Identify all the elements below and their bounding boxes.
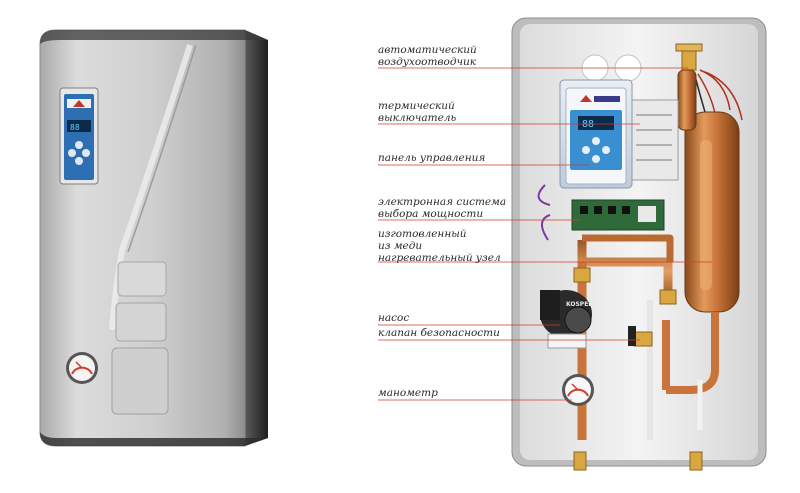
safety-valve-cap [628,326,636,346]
panel-button-up-icon [592,137,600,145]
panel-brand-strip [594,96,620,102]
vessel-highlight [700,140,712,290]
boiler-bottom-lip [40,432,268,446]
board-chip-4 [622,206,630,214]
label-heating-unit: изготовленный из меди нагревательный узе… [378,228,501,264]
outlet-connector [689,451,703,471]
leader-lines [378,67,712,401]
casing-panel-1 [117,261,167,297]
label-air-vent: автоматический воздухоотводчик [378,44,477,68]
label-safety-valve: клапан безопасности [378,327,500,339]
pump-label [547,333,587,349]
front-control-panel [64,94,94,180]
manometer-needle-icon [571,383,579,391]
pump-motor [540,290,560,320]
copper-riser [677,69,697,131]
front-gauge-needle-icon [75,361,83,369]
front-lcd [67,120,91,132]
front-button-left-icon [68,149,76,157]
panel-button-left-icon [582,146,590,154]
casing-panel-3 [111,347,169,415]
pipe-heater-return [666,312,719,394]
front-button-down-icon [75,157,83,165]
pipe-top [582,234,674,262]
panel-lcd [578,116,614,130]
label-control-panel: панель управления [378,152,486,164]
boiler-open: 88 KOSPEL [511,17,767,471]
casing-panel-2 [115,302,167,342]
board-connector [638,206,656,222]
front-lcd-digits: 88 [70,123,80,132]
pump-face [564,306,592,334]
label-thermal-switch: термический выключатель [378,100,457,124]
casing-sweep [109,44,193,331]
brass-fitting-top [573,267,591,283]
board-chip-1 [580,206,588,214]
boiler-side-edge [245,30,268,446]
panel-button-down-icon [592,155,600,163]
board-chip-2 [594,206,602,214]
boiler-closed: 88 [39,29,268,447]
brand-logo-icon [73,100,85,107]
air-vent-cap [675,43,703,52]
front-button-up-icon [75,141,83,149]
panel-logo-icon [580,95,592,102]
inlet-connector [573,451,587,471]
terminal-block [629,99,679,181]
wires-purple [537,184,551,241]
label-manometer: манометр [378,387,438,399]
boiler-top-lip [40,30,268,44]
label-power-system: электронная система выбора мощности [378,196,507,220]
brass-fitting-right [659,289,677,305]
safety-valve-body [633,331,653,347]
pump-brand: KOSPEL [566,301,592,308]
casing-sweep-shadow [127,44,197,253]
board-chip-3 [608,206,616,214]
label-pump: насос [378,312,410,324]
front-button-right-icon [82,149,90,157]
panel-lcd-digits: 88 [582,119,594,130]
panel-button-right-icon [602,146,610,154]
